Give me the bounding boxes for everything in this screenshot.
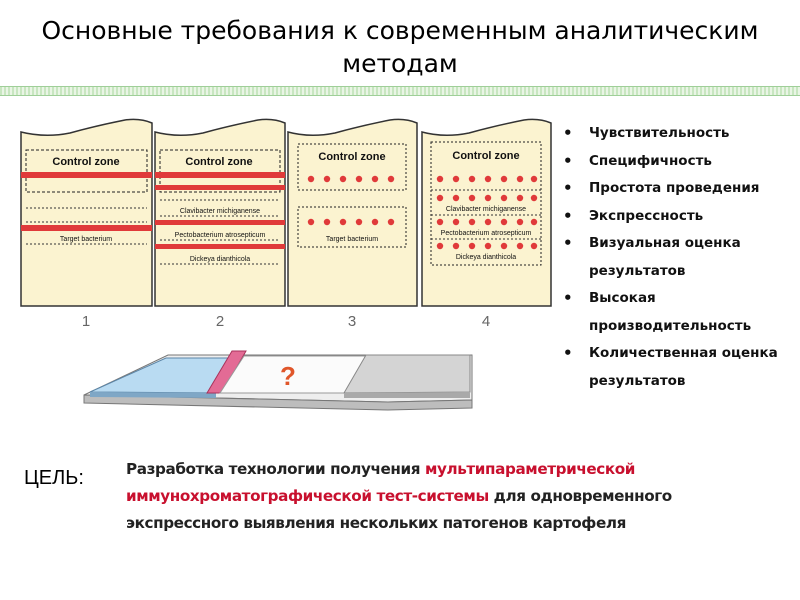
strip-2-control-line [155, 172, 285, 178]
strip-2-label-1: Clavibacter michiganense [180, 208, 260, 215]
strip-4-control-dots [436, 175, 538, 183]
strip-1-control-label: Control zone [52, 156, 119, 168]
strip-2-body [154, 118, 286, 307]
strip-4-dots-b [436, 218, 538, 226]
requirement-item: Количественная оценка результатов [563, 340, 793, 395]
title-divider [0, 86, 800, 96]
strip-3: Control zone Target bacterium 3 [287, 118, 418, 330]
strip-3-label-1: Target bacterium [326, 236, 378, 243]
requirement-item: Специфичность [563, 148, 793, 176]
title-line-1: Основные требования к современным аналит… [41, 16, 759, 45]
strip-2-label-2: Pectobacterium atrosepticum [175, 232, 266, 239]
strip-2: Control zone Clavibacter michiganense Pe… [154, 118, 286, 330]
strip-3-test-zone [297, 206, 407, 248]
title-line-2: методам [342, 49, 458, 78]
strip-2-control-label: Control zone [185, 156, 252, 168]
requirements-list: Чувствительность Специфичность Простота … [563, 120, 793, 395]
requirement-item: Простота проведения [563, 175, 793, 203]
strip-1-body [20, 118, 153, 307]
goal-text-end: для одновременного экспрессного выявлени… [126, 487, 672, 532]
goal-text-highlight: мультипараметрической иммунохроматографи… [126, 460, 636, 505]
question-mark: ? [280, 361, 296, 391]
requirement-item: Визуальная оценка результатов [563, 230, 793, 285]
strip-3-control-dots [307, 175, 395, 183]
strip-2-label-3: Dickeya dianthicola [190, 256, 250, 263]
strip-2-line-b [155, 220, 285, 225]
sample-pad-side [90, 392, 216, 398]
requirement-item: Чувствительность [563, 120, 793, 148]
goal-text: Разработка технологии получения мультипа… [126, 456, 786, 537]
strip-1: Control zone Target bacterium 1 [20, 118, 153, 330]
strip-4-zone [430, 141, 542, 266]
absorbent-pad-side [344, 392, 470, 398]
slide-title: Основные требования к современным аналит… [0, 14, 800, 80]
requirement-item: Высокая производительность [563, 285, 793, 340]
absorbent-pad [343, 354, 471, 394]
strip-1-control-line [21, 172, 152, 178]
goal-text-start: Разработка технологии получения [126, 460, 425, 478]
strip-2-control-zone [159, 149, 281, 193]
strip-4-label-3: Dickeya dianthicola [456, 254, 516, 261]
lateral-flow-strip: ? [83, 350, 473, 411]
strip-3-test-dots [307, 218, 395, 226]
strip-4-label-1: Clavibacter michiganense [446, 206, 526, 213]
goal-label: ЦЕЛЬ: [24, 467, 84, 489]
strip-2-line-a [155, 185, 285, 190]
strip-3-control-label: Control zone [318, 151, 385, 163]
strip-3-control-zone [297, 143, 407, 191]
strip-base-side [83, 394, 473, 411]
strip-2-number: 2 [216, 313, 224, 330]
strip-4: Control zone Clavibacter michiganense Pe… [421, 118, 552, 330]
strip-4-label-2: Pectobacterium atrosepticum [441, 230, 532, 237]
strip-4-body [421, 118, 552, 307]
strip-4-dots-a [436, 194, 538, 202]
strip-2-line-c [155, 244, 285, 249]
strip-3-number: 3 [348, 313, 356, 330]
strip-1-control-zone [25, 149, 148, 193]
strip-1-label-1: Target bacterium [60, 236, 112, 243]
strip-1-test-line [21, 225, 152, 231]
requirement-item: Экспрессность [563, 203, 793, 231]
strip-1-number: 1 [82, 313, 90, 330]
strip-3-body [287, 118, 418, 307]
strip-4-control-label: Control zone [452, 150, 519, 162]
conjugate-pad [206, 350, 247, 394]
strip-4-number: 4 [482, 313, 490, 330]
strip-4-dots-c [436, 242, 538, 250]
